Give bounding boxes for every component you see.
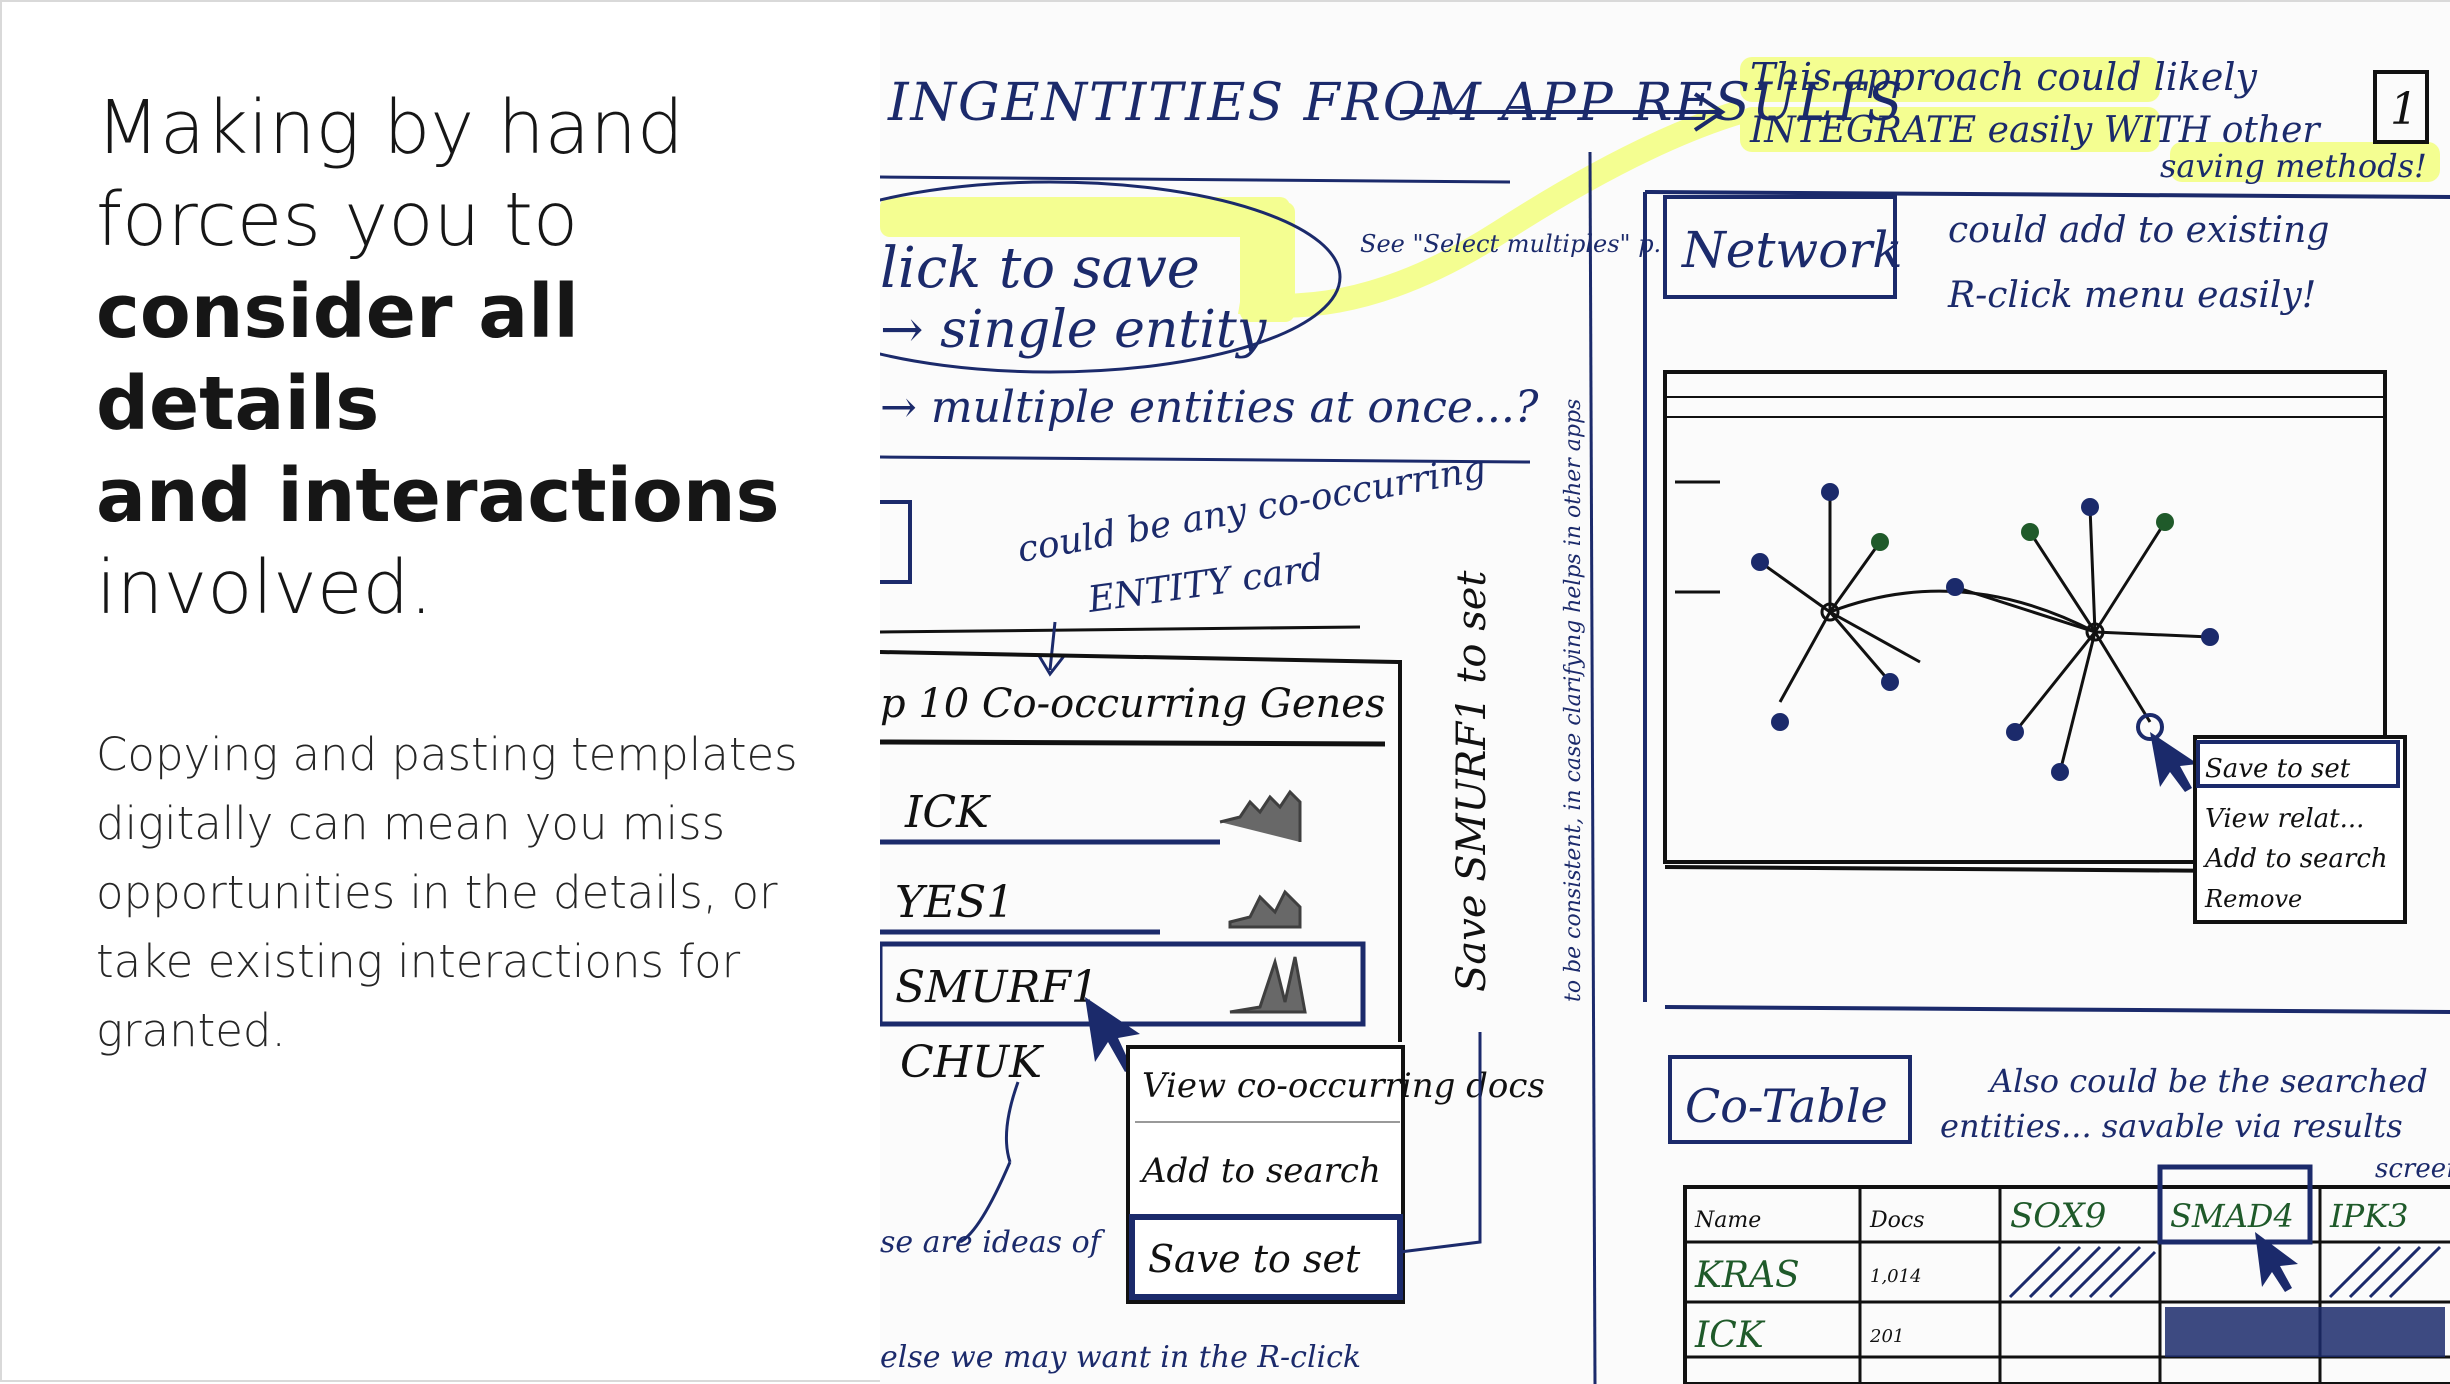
- sketch-title: INGENTITIES FROM APP RESULTS: [887, 73, 1904, 133]
- sketch-drawing: INGENTITIES FROM APP RESULTS This approa…: [880, 55, 2450, 1384]
- headline: Making by hand forces you to consider al…: [96, 82, 816, 634]
- integrate-note-line-2: INTEGRATE easily WITH other: [1749, 110, 2321, 151]
- click-to-save: lick to save: [880, 236, 1200, 301]
- network-note-line-2: R-click menu easily!: [1947, 275, 2316, 316]
- context-menu: View co-occurring docs Add to search Sav…: [1126, 1045, 1545, 1304]
- network-nodes: [1751, 483, 2219, 781]
- gene-2[interactable]: SMURF1: [895, 962, 1099, 1013]
- see-select-note: See "Select multiples" p.: [1360, 230, 1661, 258]
- gene-0[interactable]: ICK: [904, 787, 991, 838]
- network-label: Network: [1681, 221, 1903, 279]
- gene-list: ICK YES1 SMURF1 CHUK: [880, 787, 1366, 1088]
- body-paragraph: Copying and pasting templates digitally …: [96, 728, 798, 1057]
- cotable-row-0-name[interactable]: KRAS: [1694, 1255, 1800, 1296]
- integrate-note-line-3: saving methods!: [2160, 147, 2427, 185]
- headline-line-3: consider all details: [96, 269, 579, 447]
- multiple-entities: → multiple entities at once...?: [880, 382, 1539, 433]
- entity-card-note: ENTITY card: [1085, 547, 1327, 621]
- highlighter-marks: [880, 57, 2440, 322]
- network-window: [1663, 370, 2387, 864]
- context-menu-item-1[interactable]: Add to search: [1139, 1151, 1381, 1191]
- cotable-cursor-icon: [2255, 1232, 2298, 1292]
- network-menu-item-1[interactable]: View relat...: [2205, 804, 2364, 834]
- network-cursor-icon: [2150, 732, 2198, 792]
- cursor-icon: [1085, 997, 1140, 1072]
- network-menu-item-0[interactable]: Save to set: [2205, 754, 2351, 784]
- integrate-note-line-1: This approach could likely: [1750, 55, 2258, 99]
- cotable-label: Co-Table: [1685, 1079, 1888, 1133]
- cotable-header-1: Docs: [1869, 1208, 1925, 1233]
- page-number-box: [2373, 70, 2429, 144]
- network-menu-item-2[interactable]: Add to search: [2203, 844, 2388, 874]
- network-label-box: [1663, 195, 1897, 299]
- context-menu-item-2[interactable]: Save to set: [1148, 1237, 1361, 1281]
- network-graph: [1759, 492, 2211, 773]
- cotable-header-0: Name: [1694, 1208, 1761, 1233]
- sketch-photo: INGENTITIES FROM APP RESULTS This approa…: [880, 2, 2450, 1384]
- cotable-header-2[interactable]: SOX9: [2010, 1196, 2106, 1236]
- cotable-note-line-3: screen: [2375, 1154, 2450, 1184]
- cotable-header-4[interactable]: IPK3: [2329, 1197, 2408, 1235]
- cotable-header-3[interactable]: SMAD4: [2170, 1197, 2294, 1235]
- cotable-row-0-docs: 1,014: [1870, 1266, 1922, 1287]
- cotable-note-line-2: entities... savable via results: [1940, 1107, 2403, 1145]
- cotable-row-1-name[interactable]: ICK: [1694, 1315, 1766, 1356]
- cotable-row-1-docs: 201: [1869, 1326, 1904, 1347]
- headline-line-1: Making by hand: [96, 85, 684, 171]
- cotable-note-line-1: Also could be the searched: [1987, 1062, 2428, 1100]
- these-are-note: se are ideas of: [880, 1225, 1106, 1260]
- network-menu-item-3[interactable]: Remove: [2204, 885, 2302, 913]
- network-context-menu: Save to set View relat... Add to search …: [2193, 735, 2407, 924]
- consistency-note: to be consistent, in case clarifying hel…: [1561, 399, 1586, 1002]
- headline-line-2: forces you to: [96, 177, 579, 263]
- gene-3[interactable]: CHUK: [900, 1037, 1044, 1088]
- headline-line-5: involved.: [96, 545, 433, 631]
- cotable-grid: Name Docs SOX9 SMAD4 IPK3 KRAS 1,014 ICK…: [1683, 1164, 2450, 1384]
- cotable-label-box: [1668, 1055, 1912, 1144]
- text-column: Making by hand forces you to consider al…: [96, 82, 816, 1065]
- context-menu-item-0[interactable]: View co-occurring docs: [1142, 1066, 1545, 1106]
- card-title: p 10 Co-occurring Genes: [880, 681, 1386, 727]
- gene-1[interactable]: YES1: [895, 877, 1014, 928]
- single-entity: → single entity: [880, 300, 1267, 360]
- save-smurf-note: Save SMURF1 to set: [1449, 570, 1495, 992]
- else-we-note: else we may want in the R-click: [880, 1340, 1361, 1375]
- network-note-line-1: could add to existing: [1948, 210, 2329, 251]
- page-number: 1: [2390, 84, 2418, 135]
- headline-line-4: and interactions: [96, 453, 780, 539]
- could-be-any-note: could be any co-occurring: [1014, 448, 1489, 571]
